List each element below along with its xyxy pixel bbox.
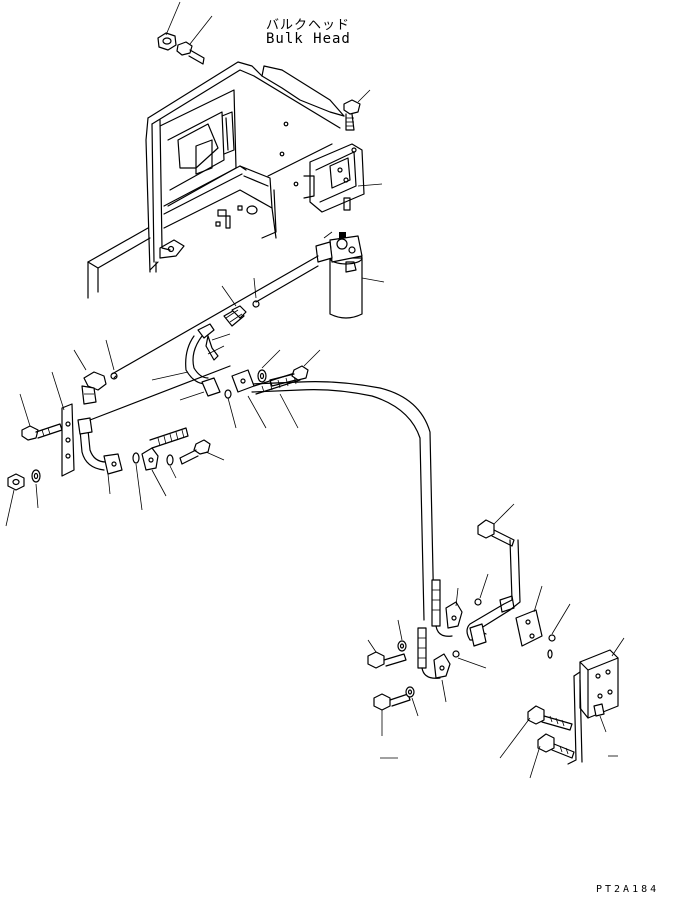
bolt-left-lower bbox=[179, 439, 225, 465]
bolt-lower-a bbox=[367, 639, 407, 669]
hose-end-fitting-right bbox=[431, 579, 463, 637]
hose-upper-short bbox=[151, 323, 231, 397]
left-bracket-plate bbox=[51, 371, 75, 477]
washer-upper bbox=[257, 349, 281, 383]
mount-bolt-upper bbox=[343, 89, 371, 131]
washer-lower-a bbox=[397, 619, 407, 652]
bolt-lower-b bbox=[373, 693, 411, 736]
o-ring-left bbox=[132, 452, 143, 511]
bulk-head-title: Bulk Head bbox=[266, 31, 351, 47]
top-bolt bbox=[176, 41, 205, 65]
washer-lower-b bbox=[405, 686, 419, 717]
small-o-ring-right bbox=[547, 603, 571, 659]
main-hose bbox=[179, 369, 435, 621]
manifold-tube bbox=[466, 539, 543, 647]
drawing-code: PT2A184 bbox=[596, 884, 660, 895]
leader-lines-top bbox=[165, 1, 213, 45]
left-bolt bbox=[19, 393, 63, 441]
receiver-bracket bbox=[303, 143, 383, 213]
o-ring-right bbox=[474, 573, 489, 606]
left-nut bbox=[5, 473, 25, 527]
leader-lines-bottom bbox=[380, 755, 618, 759]
bolt-right-top bbox=[477, 503, 515, 547]
union-fitting bbox=[221, 285, 247, 327]
top-nut bbox=[157, 32, 177, 51]
long-pipe bbox=[105, 255, 319, 380]
bulkhead-frame bbox=[87, 61, 345, 299]
hose-lower-left bbox=[77, 365, 231, 495]
valve-plate bbox=[567, 637, 625, 765]
o-ring-right-lower bbox=[452, 650, 487, 669]
hose-end-fitting-left bbox=[417, 627, 451, 703]
elbow-fitting-left bbox=[73, 349, 107, 405]
washer-left-lower bbox=[166, 454, 177, 479]
bolt-upper bbox=[269, 349, 321, 387]
bulk-head-title-japanese: バルクヘッド bbox=[266, 18, 351, 33]
receiver-drier bbox=[315, 231, 385, 319]
bolt-right-mid bbox=[499, 705, 573, 759]
left-washer bbox=[31, 469, 41, 509]
flange-clamp-left bbox=[141, 447, 167, 497]
plug-cap bbox=[593, 703, 607, 733]
hose-fitting-threaded bbox=[149, 427, 189, 449]
bolt-right-low bbox=[529, 733, 575, 779]
